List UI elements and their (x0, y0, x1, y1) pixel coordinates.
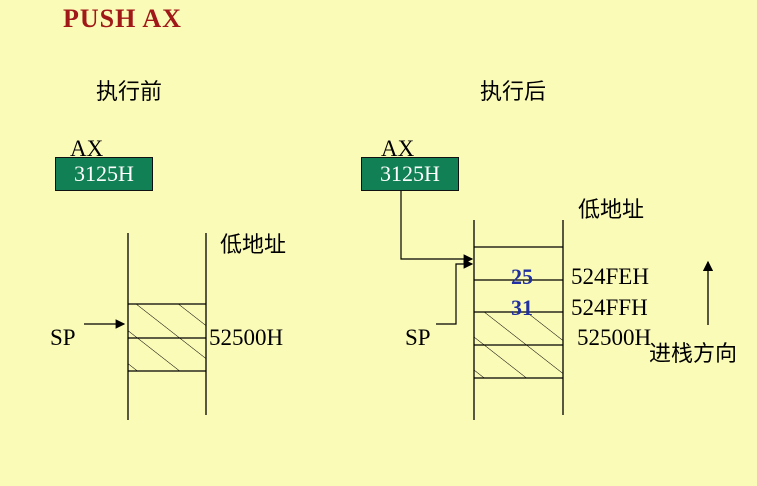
before-sp-label: SP (50, 325, 76, 350)
ax-to-stack-arrow (400, 190, 474, 264)
after-heading: 执行后 (480, 80, 547, 105)
before-heading: 执行前 (96, 80, 163, 105)
before-stack (84, 233, 207, 420)
after-sp-label: SP (405, 325, 431, 350)
stack-address: 52500H (577, 325, 652, 350)
slide-title: PUSH AX (63, 4, 182, 33)
after-sp-arrow (436, 259, 474, 325)
stack-byte-value: 25 (511, 264, 533, 289)
before-register-name: AX (70, 136, 104, 161)
stack-byte-value: 31 (511, 295, 533, 320)
before-register-value: 3125H (74, 161, 134, 186)
before-ax-register: 3125H (55, 157, 153, 191)
before-low-address-label: 低地址 (220, 233, 287, 258)
after-stack (400, 190, 714, 420)
stack-address: 524FEH (571, 264, 649, 289)
after-register-value: 3125H (380, 161, 440, 186)
after-register-name: AX (381, 136, 415, 161)
push-direction-label: 进栈方向 (649, 342, 738, 367)
after-ax-register: 3125H (361, 157, 459, 191)
after-low-address-label: 低地址 (578, 198, 645, 223)
before-sp-address: 52500H (209, 325, 284, 350)
stack-address: 524FFH (571, 295, 648, 320)
